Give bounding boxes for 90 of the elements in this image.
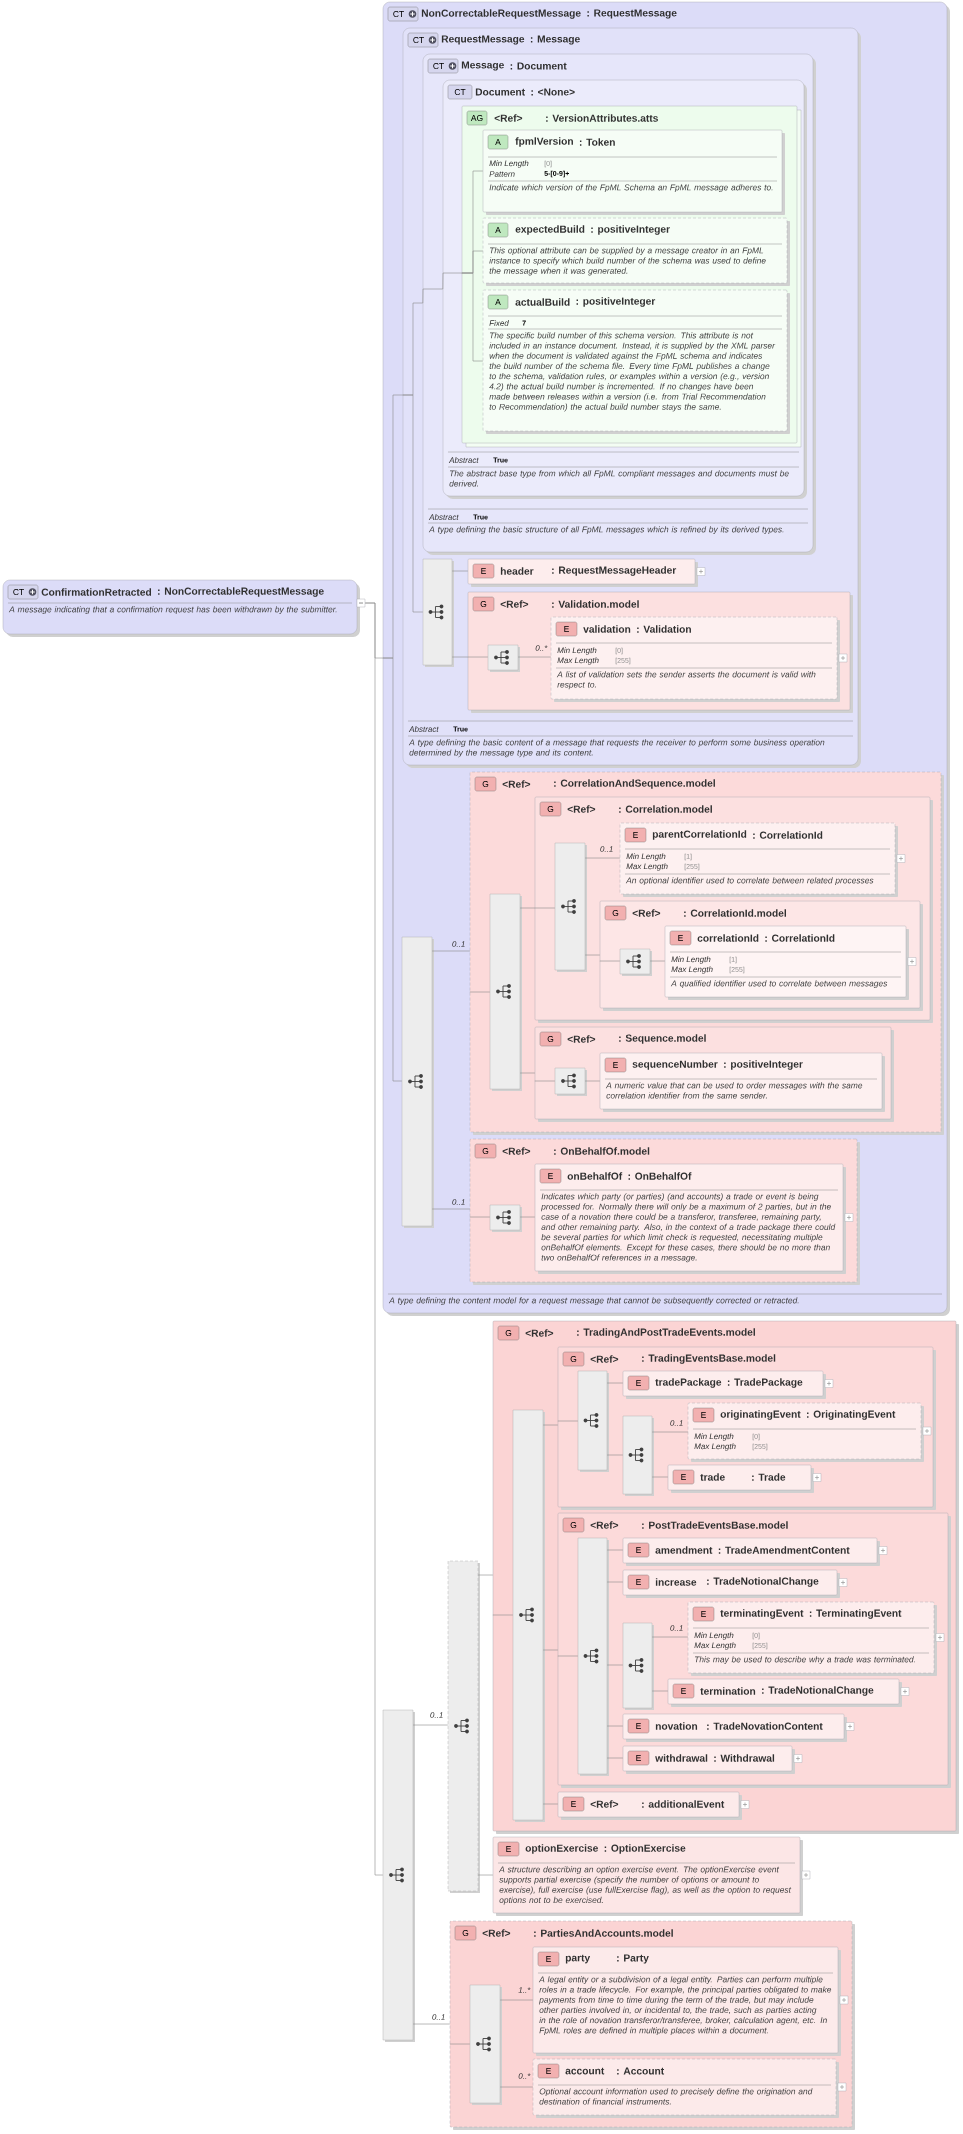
element-box: E <Ref> : additionalEvent [557,1791,742,1820]
element-box: E header : RequestMessageHeader [467,558,698,587]
connector-line [599,960,621,962]
connector-line [519,1216,536,1218]
multiplicity-label: 1..* [518,1987,531,1993]
connector-line [451,570,469,572]
compositor-bar [554,842,587,972]
compositor-bar [382,1709,415,2042]
element-box: E withdrawal : Withdrawal [622,1745,795,1774]
element-box: E party : Party A legal entity or a subdivision of a legal entity. Parties can perform multiple roles in a trade lifecycle. For example, the principal parties obligated to make payments from time to time during the term of the trade, but may include other parties involved in, or incidental to, the trade, such as parties acting in the role of novation transferor/transferee, broker, calculation agent, etc. In FpML roles are defined in multiple places within a document. [532,1946,841,2056]
connector-line [519,1072,536,1074]
connector-line [584,1080,601,1082]
multiplicity-label: 0..* [535,645,548,651]
connector-line [584,954,601,956]
multiplicity-label: 0..1 [670,1420,683,1426]
element-box: E optionExercise : OptionExercise A structure describing an option exercise event. The optionExercise event supports partial exercise (specify the number of options or amount to exercise), full exercise (use fullExercise flag), as well as the option to request options not to be exercised. [492,1836,803,1916]
compositor-bar [622,1622,654,1710]
connector-line [382,394,404,659]
connector-line [477,1874,494,1876]
connector-line [402,302,424,396]
compositor-bar [401,936,434,1228]
element-box: E onBehalfOf : OnBehalfOf Indicates which party (or parties) (and accounts) a trade or event is being processed for. Normally there will only be a maximum of 2 parties, but in the case of a novation there could be a transferor, transferee, remaining party, and other remaining party. Also, in the context of a trade package there could be several parties for which limit check is requested, necessitating multiple onBehalfOf elements. Except for these cases, there should be no more than two onBehalfOf references in a message. [534,1163,846,1274]
connector-line [469,1216,491,1218]
compositor-bar [619,948,652,976]
compositor-bar [489,1204,522,1232]
connector-line [492,1614,514,1616]
compositor-bar [447,1560,480,1893]
connector-line [442,272,463,290]
compositor-bar [622,1415,654,1496]
connector-line [412,1724,449,1726]
connector-line [651,1431,689,1433]
connector-line [499,1999,534,2001]
connector-line [606,1725,624,1727]
connector-line [606,1382,624,1384]
connector-line [469,991,491,993]
compositor-bar [577,1370,609,1472]
element-box: E amendment : TradeAmendmentContent [622,1537,880,1566]
connector-line [364,602,384,1876]
connector-line [422,288,444,304]
element-box: E novation : TradeNovationContent [622,1713,847,1742]
connector-line [651,1636,689,1638]
multiplicity-label: 0..* [518,2073,531,2079]
compositor-bar [487,644,520,672]
connector-line [534,907,556,909]
connector-line [542,1649,559,1651]
multiplicity-label: 0..1 [432,2014,445,2020]
connector-line [651,1690,669,1692]
element-box: E account : Account Optional account information used to precisely define the origination and destination of financial instruments. [532,2058,839,2118]
compositor-bar [512,1409,545,1822]
connector-line [606,1664,624,1666]
compositor-bar [489,893,522,1091]
element-box: E termination : TradeNotionalChange [667,1678,902,1707]
connector-line [467,656,489,658]
connector-line [584,857,621,859]
element-box: E increase : TradeNotionalChange [622,1569,840,1598]
compositor-bar [577,1537,609,1776]
connector-line [431,950,471,952]
connector-line [557,1655,579,1657]
complex-type-box: CT ConfirmationRetracted : NonCorrectableRequestMessage A message indicating that a confirmation request has been withdrawn by the submitter. [2,579,366,637]
attribute-box: A expectedBuild : positiveInteger This optional attribute can be supplied by a message creator in an FpML instance to specify which build number of the schema was used to define the message when it was generated. [482,217,790,286]
connector-line [519,907,536,909]
connector-line [606,1757,624,1759]
multiplicity-label: 0..1 [600,846,613,852]
multiplicity-label: 0..1 [452,941,465,947]
multiplicity-label: 0..1 [430,1712,443,1718]
connector-line [499,2086,534,2088]
connector-line [606,1549,624,1551]
compositor-bar [469,1984,502,2105]
connector-line [412,2023,451,2025]
multiplicity-label: 0..1 [452,1199,465,1205]
compositor-bar [422,558,454,667]
connector-line [517,656,552,658]
connector-line [542,1424,559,1426]
connector-line [451,656,469,658]
connector-line [542,1803,559,1805]
connector-line [477,1574,494,1576]
connector-line [651,1476,669,1478]
connector-line [431,1208,471,1210]
connector-line [649,960,666,962]
connector-line [557,1420,579,1422]
element-box: E sequenceNumber : positiveInteger A numeric value that can be used to order messages with the same correlation identifier from the same sender. [599,1052,885,1112]
connector-line [606,1454,624,1456]
connector-line [449,2043,471,2045]
element-box: E trade : Trade [667,1464,814,1493]
compositor-bar [554,1067,587,1096]
connector-line [606,1581,624,1583]
element-box: E tradePackage : TradePackage [622,1370,826,1399]
connector-line [534,1080,556,1082]
connector-line [461,272,484,362]
multiplicity-label: 0..1 [670,1625,683,1631]
